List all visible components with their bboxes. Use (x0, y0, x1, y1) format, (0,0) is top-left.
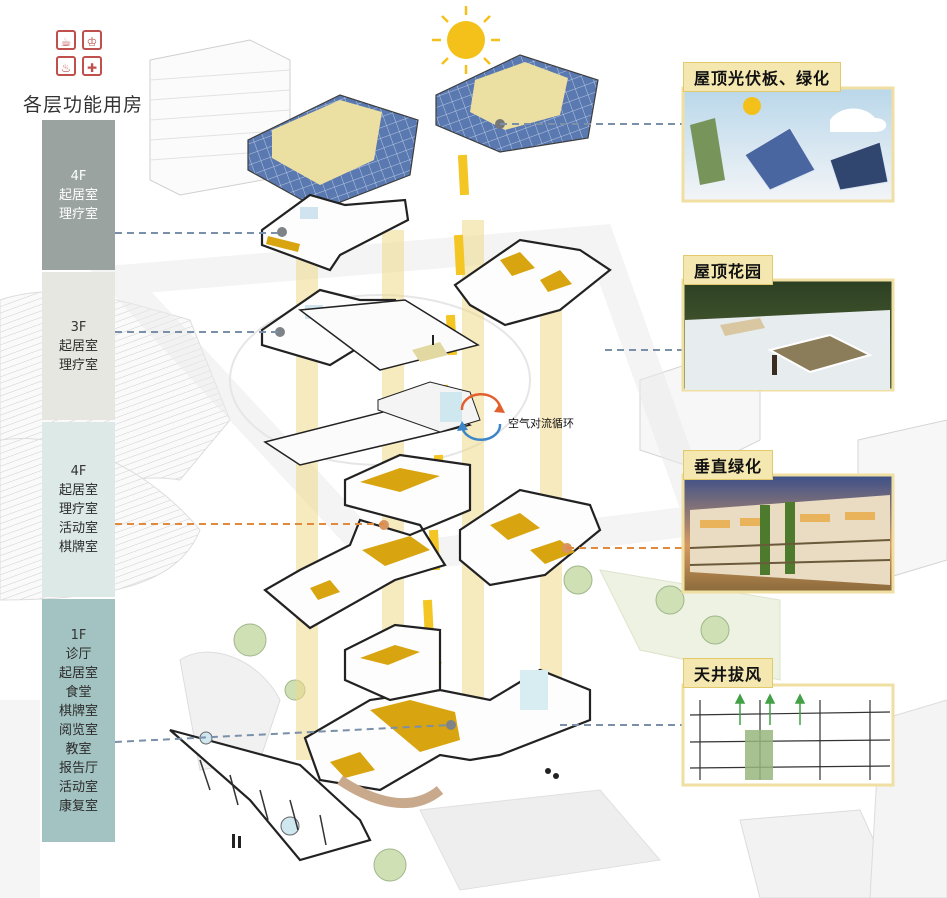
callout-roof-garden: 屋顶花园 (683, 255, 774, 285)
photo-atrium-ventilation (681, 683, 895, 787)
callout-atrium-ventilation: 天井拔风 (683, 658, 774, 688)
room-name: 阅览室 (58, 722, 98, 738)
people-figures (232, 335, 559, 848)
room-name: 起居室 (58, 187, 98, 203)
roof-pv-right (435, 54, 599, 153)
floor-plate-4f (260, 193, 612, 327)
floor-bar-2f: 4F 起居室 理疗室 活动室 棋牌室 (42, 422, 115, 597)
sun-icon (432, 6, 500, 74)
air-convection-label: 空气对流循环 (508, 417, 574, 430)
room-name: 起居室 (58, 338, 98, 354)
floor-level: 1F (70, 627, 87, 643)
leader-lines (114, 123, 682, 743)
room-name: 报告厅 (58, 760, 98, 776)
photo-pv-green-roof (681, 86, 895, 203)
room-name: 理疗室 (58, 357, 98, 373)
callout-pv-green-roof: 屋顶光伏板、绿化 (683, 62, 842, 92)
trophy-icon: ♔ (82, 30, 102, 50)
photo-roof-garden (681, 278, 895, 392)
floor-plate-2f (263, 453, 602, 630)
room-name: 诊厅 (65, 646, 92, 662)
floor-level: 4F (70, 168, 87, 184)
air-convection-arrows (457, 392, 505, 442)
room-name: 活动室 (58, 779, 98, 795)
room-name: 理疗室 (58, 502, 98, 517)
floor-bar-3f: 3F 起居室 理疗室 (42, 272, 115, 420)
floor-level: 3F (70, 319, 87, 335)
floor-bar-top-4f: 4F 起居室 理疗室 (42, 120, 115, 270)
room-name: 棋牌室 (58, 540, 98, 555)
room-name: 起居室 (58, 665, 98, 681)
room-name: 活动室 (58, 521, 98, 536)
room-name: 起居室 (58, 483, 98, 498)
roof-pv-left (247, 94, 419, 211)
floor-level: 4F (70, 464, 87, 479)
room-name: 食堂 (65, 684, 92, 700)
photo-vertical-green (681, 473, 895, 594)
dining-icon: ✚ (82, 56, 102, 76)
room-name: 棋牌室 (58, 703, 98, 719)
room-name: 康复室 (58, 798, 98, 814)
floor-plate-3f (260, 288, 481, 466)
coffee-icon: ☕ (56, 30, 76, 50)
room-name: 教室 (65, 741, 92, 757)
callout-vertical-green: 垂直绿化 (683, 450, 774, 480)
legend-title: 各层功能用房 (22, 94, 143, 116)
legend-icons: ☕ ♔ ♨ ✚ (56, 30, 106, 82)
room-name: 理疗室 (58, 206, 98, 222)
bottle-icon: ♨ (56, 56, 76, 76)
floor-bar-1f: 1F 诊厅 起居室 食堂 棋牌室 阅览室 教室 报告厅 活动室 康复室 (42, 599, 115, 842)
